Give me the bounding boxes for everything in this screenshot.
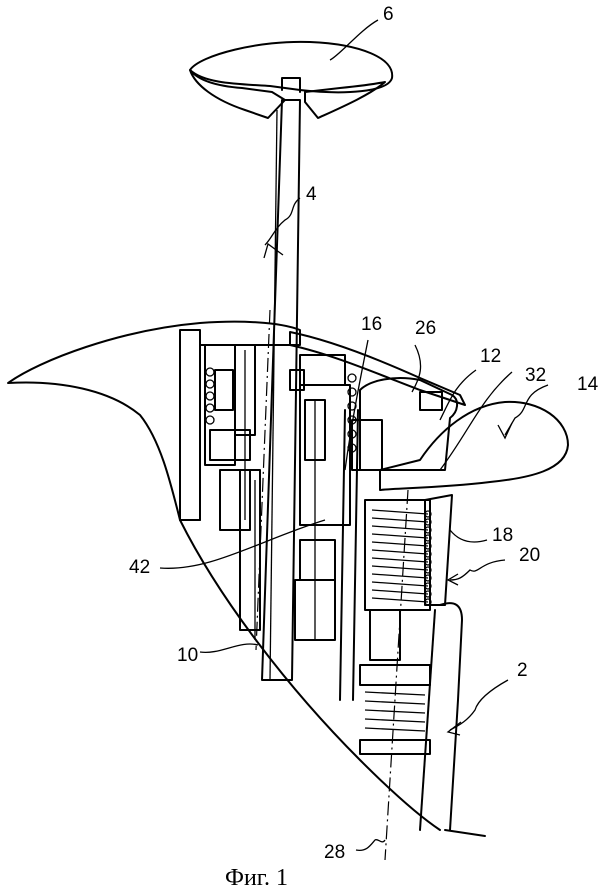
spring-coil	[372, 598, 428, 602]
spring-assembly	[360, 500, 431, 754]
figure-caption: Фиг. 1	[225, 865, 288, 891]
label-26: 26	[415, 318, 436, 339]
label-20: 20	[519, 545, 540, 566]
trigger-lever	[380, 402, 568, 490]
spring-coil	[372, 526, 428, 530]
label-32: 32	[525, 365, 546, 386]
spring-coil	[372, 550, 428, 554]
spring-coil	[372, 542, 428, 546]
label-42: 42	[129, 557, 150, 578]
cover-shell	[290, 332, 465, 405]
spring-coil	[372, 558, 428, 562]
center-axes	[256, 310, 408, 860]
housing	[180, 495, 485, 836]
label-28: 28	[324, 842, 345, 863]
spring-coil	[372, 582, 428, 586]
label-18: 18	[492, 525, 513, 546]
spring-coil	[372, 510, 428, 514]
coil-left	[206, 368, 214, 424]
handle-body	[8, 322, 300, 520]
spring-coil	[372, 590, 428, 594]
label-2: 2	[517, 660, 528, 681]
inner-mechanism-left	[205, 345, 260, 640]
leader-lines	[160, 20, 548, 850]
push-button-cap	[190, 42, 392, 118]
label-10: 10	[177, 645, 198, 666]
latch-head	[352, 378, 457, 470]
inner-mechanism-right	[290, 355, 356, 640]
label-4: 4	[306, 184, 317, 205]
label-14: 14	[577, 374, 599, 395]
spring-coil	[372, 566, 428, 570]
label-16: 16	[361, 314, 382, 335]
label-6: 6	[383, 4, 394, 25]
label-12: 12	[480, 346, 501, 367]
spring-coil	[372, 574, 428, 578]
lower-coil	[365, 728, 425, 731]
spring-coil	[372, 518, 428, 522]
lower-coil	[365, 719, 425, 722]
lower-coil	[365, 710, 425, 713]
spring-coil	[372, 534, 428, 538]
lower-coils	[365, 692, 425, 731]
